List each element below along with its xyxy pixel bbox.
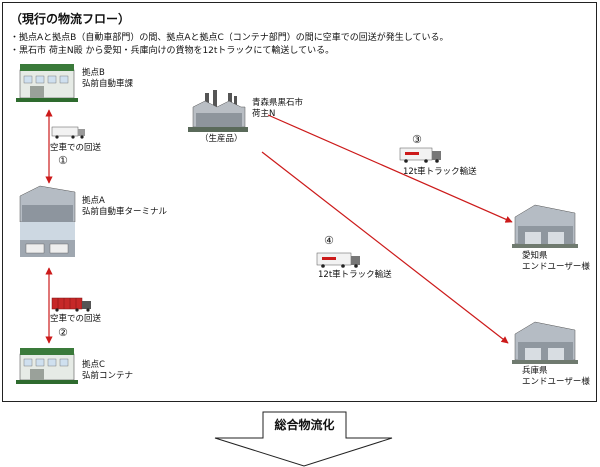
flow-1-number: ① xyxy=(58,154,68,167)
page-title: （現行の物流フロー） xyxy=(10,12,131,26)
hyogo-label: 兵庫県 エンドユーザー様 xyxy=(522,366,590,387)
aichi-label: 愛知県 エンドユーザー様 xyxy=(522,251,590,272)
flow-4-label: 12t車トラック輸送 xyxy=(318,270,392,280)
description-line-2: ・黒石市 荷主N殿 から愛知・兵庫向けの貨物を12tトラックにて輸送している。 xyxy=(10,46,335,56)
base-a-terminal-icon xyxy=(19,185,76,257)
flow-2-label: 空車での回送 xyxy=(50,314,102,324)
flow-4-number: ④ xyxy=(324,234,334,247)
base-c-label: 拠点C 弘前コンテナ xyxy=(82,360,134,381)
flow-3-label: 12t車トラック輸送 xyxy=(403,167,477,177)
factory-icon xyxy=(188,90,248,132)
flow-2-container-truck-icon xyxy=(51,297,91,312)
flow-1-truck-icon xyxy=(51,126,85,139)
integrated-logistics-label: 総合物流化 xyxy=(274,418,335,432)
shipper-label: 青森県黒石市 荷主N xyxy=(252,98,304,119)
flow-3-arrow xyxy=(267,114,513,223)
flow-2-number: ② xyxy=(58,326,68,339)
flow-3-truck-icon xyxy=(399,147,441,163)
flow-4-truck-icon xyxy=(316,252,360,268)
base-b-label: 拠点B 弘前自動車課 xyxy=(82,68,134,89)
shipper-caption: （生産品） xyxy=(200,134,243,144)
flow-4-arrow xyxy=(261,151,509,344)
flow-3-number: ③ xyxy=(412,133,422,146)
flow-1-label: 空車での回送 xyxy=(50,143,102,153)
diagram-frame xyxy=(2,2,597,402)
big-down-arrow-icon xyxy=(214,411,393,467)
base-c-building-icon xyxy=(16,348,78,384)
base-a-label: 拠点A 弘前自動車ターミナル xyxy=(82,196,168,217)
description-line-1: ・拠点Aと拠点B（自動車部門）の間、拠点Aと拠点C（コンテナ部門）の間に空車での… xyxy=(10,33,449,43)
hyogo-warehouse-icon xyxy=(512,321,578,364)
base-b-building-icon xyxy=(16,64,78,102)
aichi-warehouse-icon xyxy=(512,204,578,248)
